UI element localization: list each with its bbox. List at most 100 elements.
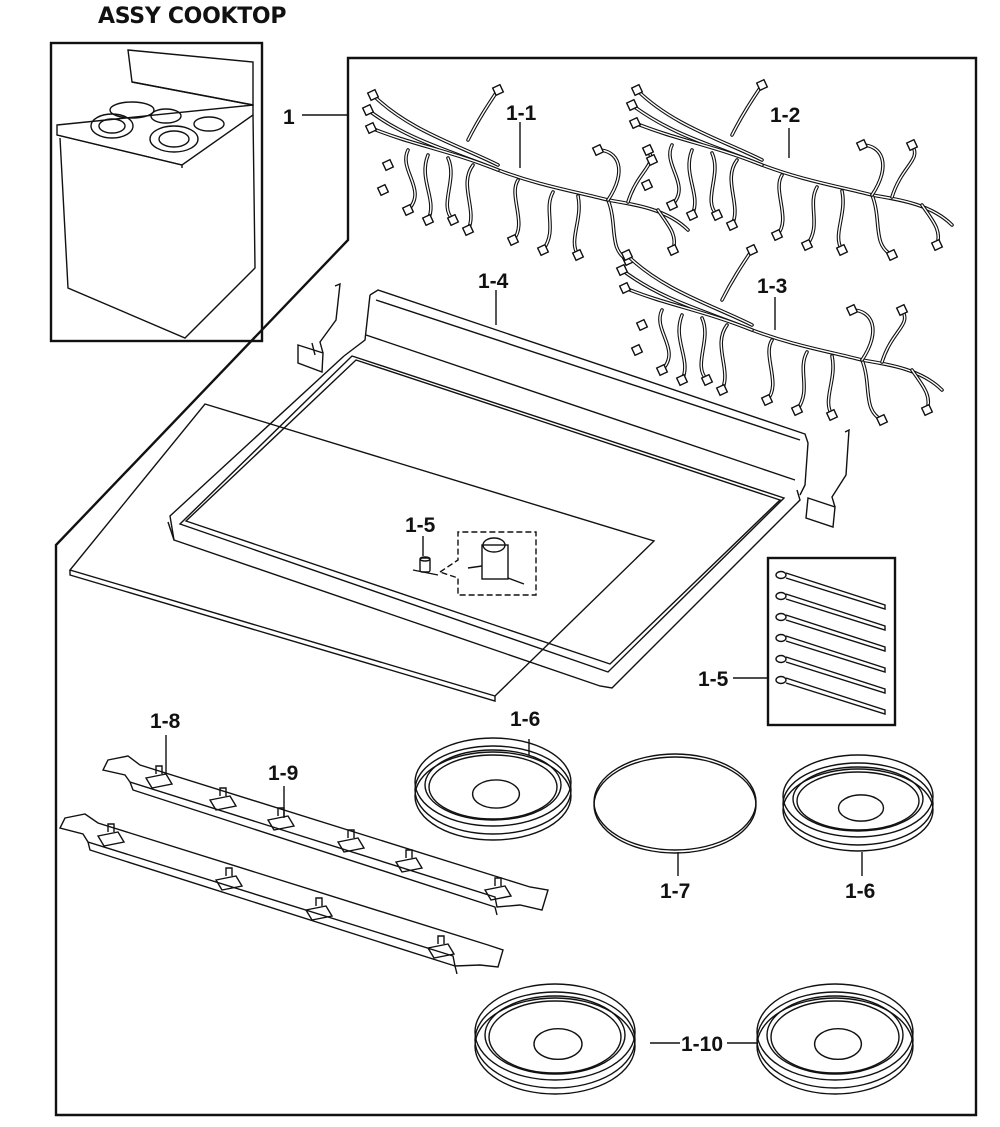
- callout-1-8: 1-8: [150, 710, 181, 733]
- callout-1-5-sensor: 1-5: [405, 514, 436, 537]
- bracket-clips: [96, 765, 513, 959]
- mounting-brackets: [58, 755, 549, 975]
- connector-icon: [835, 243, 849, 257]
- connector-icon: [715, 383, 729, 397]
- connector-icon: [635, 318, 649, 332]
- cable-tie: [785, 656, 886, 694]
- connector-icon: [675, 373, 689, 387]
- bracket-clip-icon: [426, 935, 456, 959]
- callout-1-6-right: 1-6: [845, 880, 875, 903]
- connector-icon: [755, 78, 769, 92]
- cable-tie-head-icon: [775, 570, 787, 580]
- connector-icon: [421, 213, 435, 227]
- connector-icon: [665, 198, 679, 212]
- connector-icon: [366, 88, 380, 102]
- connector-icon: [875, 413, 889, 427]
- connector-icon: [930, 238, 944, 252]
- wire-harness-1-2: [625, 78, 954, 262]
- cable-tie: [785, 677, 886, 715]
- connector-icon: [905, 138, 919, 152]
- range-thumbnail: [49, 41, 264, 343]
- cable-tie-head-icon: [775, 654, 787, 664]
- cable-tie: [785, 593, 886, 631]
- cable-tie-head-icon: [775, 591, 787, 601]
- connector-icon: [725, 218, 739, 232]
- bracket-clip-icon: [144, 765, 174, 789]
- connector-icon: [641, 143, 655, 157]
- connector-icon: [625, 98, 639, 112]
- burner-elements: [414, 737, 934, 1095]
- burner-1-10-left: [474, 983, 636, 1095]
- connector-icon: [666, 243, 680, 257]
- wire-harness-1-1: [361, 83, 690, 267]
- connector-icon: [506, 233, 520, 247]
- callout-1-7: 1-7: [660, 880, 690, 903]
- connector-icon: [381, 158, 395, 172]
- connector-icon: [630, 83, 644, 97]
- connector-icon: [364, 121, 378, 135]
- burner-1-10-right: [756, 983, 914, 1095]
- cable-tie: [785, 572, 886, 610]
- connector-icon: [645, 153, 659, 167]
- connector-icon: [800, 238, 814, 252]
- connector-icon: [885, 248, 899, 262]
- cable-tie-head-icon: [775, 612, 787, 622]
- burner-1-6-left: [414, 737, 572, 841]
- connector-icon: [620, 248, 634, 262]
- callout-1: 1: [283, 106, 295, 129]
- connector-icon: [628, 116, 642, 130]
- connector-icon: [825, 408, 839, 422]
- cable-tie-head-icon: [775, 675, 787, 685]
- cable-tie: [785, 635, 886, 673]
- connector-icon: [710, 208, 724, 222]
- cable-tie-head-icon: [775, 633, 787, 643]
- connector-icon: [401, 203, 415, 217]
- connector-icon: [376, 183, 390, 197]
- connector-icon: [618, 281, 632, 295]
- cooktop-frame: [68, 282, 850, 702]
- burner-1-6-right: [782, 754, 934, 852]
- connector-icon: [536, 243, 550, 257]
- callout-1-2: 1-2: [770, 104, 800, 127]
- bracket-clip-icon: [483, 877, 513, 901]
- connector-icon: [630, 343, 644, 357]
- heating-disc-1-7: [593, 753, 757, 854]
- connector-icon: [845, 303, 859, 317]
- callout-1-9: 1-9: [268, 762, 298, 785]
- sensor-switch: [412, 531, 537, 596]
- diagram-title: ASSY COOKTOP: [98, 4, 287, 29]
- connector-icon: [655, 363, 669, 377]
- cable-tie: [785, 614, 886, 652]
- bracket-clip-icon: [208, 787, 238, 811]
- connector-icon: [591, 143, 605, 157]
- connector-icon: [571, 248, 585, 262]
- callout-1-5-ties: 1-5: [698, 668, 729, 691]
- connector-icon: [855, 138, 869, 152]
- connector-icon: [446, 213, 460, 227]
- connector-icon: [745, 243, 759, 257]
- connector-icon: [790, 403, 804, 417]
- bracket-clip-icon: [214, 867, 244, 891]
- callout-1-3: 1-3: [757, 275, 787, 298]
- connector-icon: [920, 403, 934, 417]
- bracket-clip-icon: [96, 823, 126, 847]
- bracket-clip-icon: [336, 829, 366, 853]
- callout-1-10: 1-10: [681, 1033, 723, 1056]
- connector-icon: [615, 263, 629, 277]
- connector-icon: [461, 223, 475, 237]
- connector-icon: [361, 103, 375, 117]
- connector-icon: [685, 208, 699, 222]
- connector-icon: [700, 373, 714, 387]
- bracket-clip-icon: [304, 897, 334, 921]
- callout-1-6-left: 1-6: [510, 708, 540, 731]
- callout-1-4: 1-4: [478, 270, 509, 293]
- assembly-frame: [54, 56, 978, 1117]
- wire-harness-1-3: [615, 243, 944, 427]
- connector-icon: [760, 393, 774, 407]
- bracket-clip-icon: [394, 849, 424, 873]
- connector-icon: [491, 83, 505, 97]
- connector-icon: [895, 303, 909, 317]
- connector-icon: [640, 178, 654, 192]
- cable-ties: [766, 556, 897, 727]
